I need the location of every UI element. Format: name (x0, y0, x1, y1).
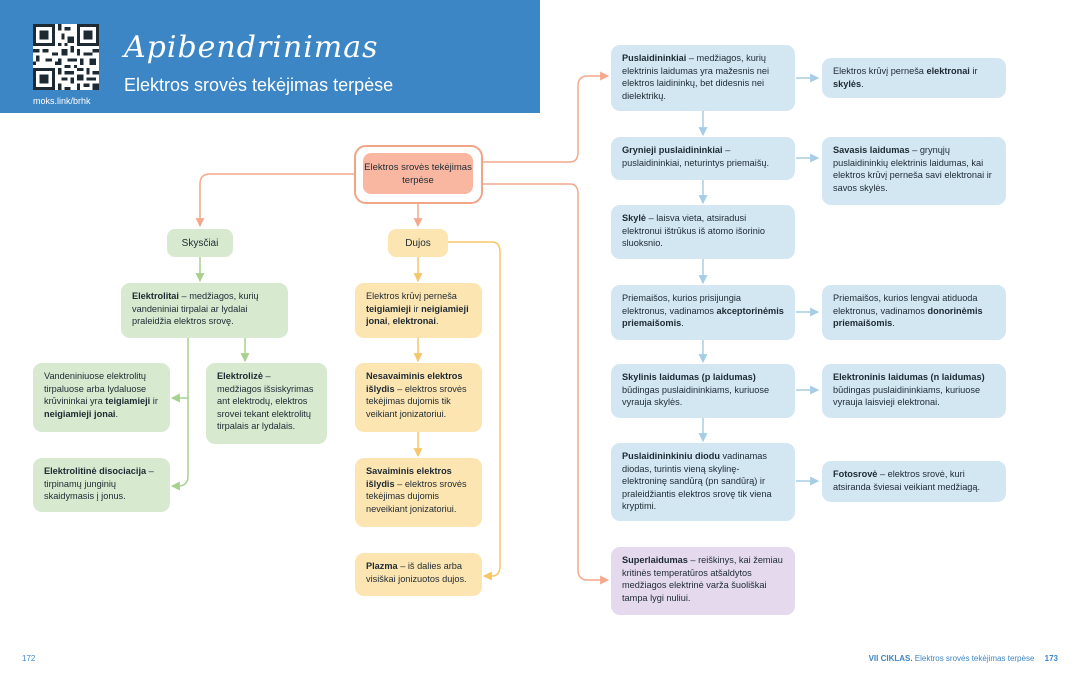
qr-link[interactable]: moks.link/brhk (33, 96, 91, 106)
n-type-box: Elektroninis laidumas (n laidumas) būdin… (822, 364, 1006, 418)
superconductivity-box: Superlaidumas – reiškinys, kai žemiau kr… (611, 547, 795, 615)
right-footer: VII CIKLAS. Elektros srovės tekėjimas te… (869, 654, 1058, 663)
left-page-number: 172 (22, 654, 36, 663)
center-node: Elektros srovės tekėjimas terpėse (363, 153, 473, 194)
photocurrent-box: Fotosrovė – elektros srovė, kuri atsiran… (822, 461, 1006, 502)
page-subtitle: Elektros srovės tekėjimas terpėse (124, 75, 394, 95)
right-page-number: 173 (1044, 654, 1058, 663)
dissociation-box: Elektrolitinė disociacija – tirpinamų ju… (33, 458, 170, 512)
hole-box: Skylė – laisva vieta, atsiradusi elektro… (611, 205, 795, 259)
semiconductors-box: Puslaidininkiai – medžiagos, kurių elekt… (611, 45, 795, 111)
plasma-box: Plazma – iš dalies arba visiškai jonizuo… (355, 553, 482, 596)
electrolytes-box: Elektrolitai – medžiagos, kurių vandenin… (121, 283, 288, 338)
gas-carriers-box: Elektros krūvį perneša teigiamieji ir ne… (355, 283, 482, 338)
non-self-discharge-box: Nesavaiminis elektros išlydis – elektros… (355, 363, 482, 432)
electrolysis-box: Elektrolizė – medžiagos išsiskyrimas ant… (206, 363, 327, 444)
p-type-box: Skylinis laidumas (p laidumas) būdingas … (611, 364, 795, 418)
header-banner: moks.link/brhk Apibendrinimas Elektros s… (0, 0, 540, 113)
liquids-label: Skysčiai (167, 229, 233, 257)
semiconductor-carriers-box: Elektros krūvį perneša elektronai ir sky… (822, 58, 1006, 98)
gases-label: Dujos (388, 229, 448, 257)
diode-box: Puslaidininkiniu diodu vadinamas diodas,… (611, 443, 795, 521)
pure-semiconductors-box: Grynieji puslaidininkiai – puslaidininki… (611, 137, 795, 180)
chapter-title: Elektros srovės tekėjimas terpėse (912, 654, 1035, 663)
self-discharge-box: Savaiminis elektros išlydis – elektros s… (355, 458, 482, 527)
qr-code-icon (33, 24, 99, 90)
chapter-label: VII CIKLAS. (868, 654, 913, 663)
intrinsic-conductivity-box: Savasis laidumas – grynųjų puslaidininki… (822, 137, 1006, 205)
liquid-carriers-box: Vandeniniuose elektrolitų tirpaluose arb… (33, 363, 170, 432)
donor-box: Priemaišos, kurios lengvai atiduoda elek… (822, 285, 1006, 340)
page-title: Apibendrinimas (124, 30, 379, 65)
acceptor-box: Priemaišos, kurios prisijungia elektronu… (611, 285, 795, 340)
